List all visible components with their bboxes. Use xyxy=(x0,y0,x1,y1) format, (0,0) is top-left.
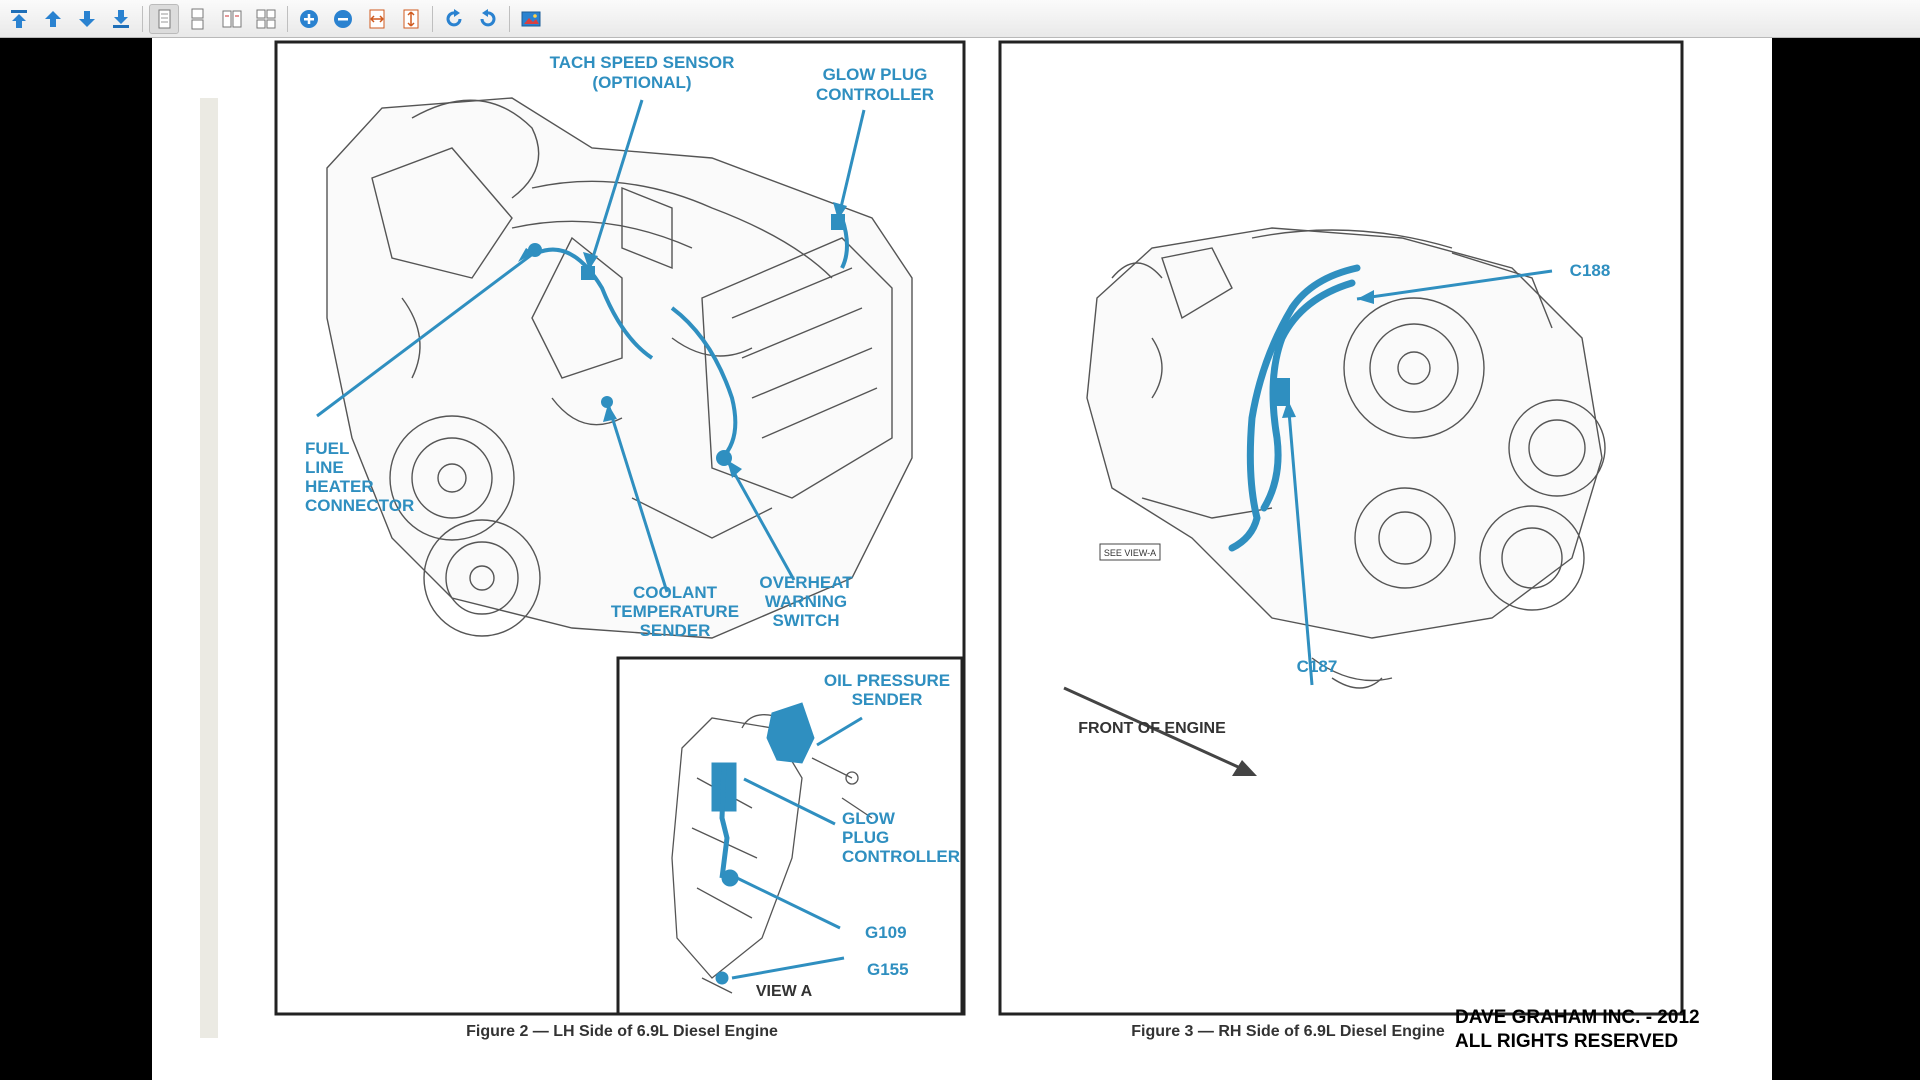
previous-page-button[interactable] xyxy=(38,4,68,34)
single-page-icon xyxy=(158,9,171,28)
toolbar-separator xyxy=(509,5,510,32)
export-image-button[interactable] xyxy=(516,4,546,34)
page-scan: TACH SPEED SENSOR (OPTIONAL) GLOW PLUG C… xyxy=(200,38,1772,1080)
arrow-down-icon xyxy=(79,10,95,27)
glow-plug-controller-label-top: GLOW PLUG xyxy=(823,65,928,84)
toolbar-separator xyxy=(432,5,433,32)
coolant-label: COOLANT xyxy=(633,583,718,602)
single-page-button[interactable] xyxy=(149,3,179,34)
rotate-counterclockwise-icon xyxy=(480,8,496,26)
see-view-a-text: SEE VIEW-A xyxy=(1104,548,1156,558)
fit-page-icon xyxy=(403,9,419,28)
fit-width-icon xyxy=(369,9,385,28)
warning-label: WARNING xyxy=(765,592,847,611)
rh-wiring-highlight xyxy=(1228,264,1361,552)
oil-pressure-label: OIL PRESSURE xyxy=(824,671,950,690)
view-a-leader-lines xyxy=(731,716,863,980)
rotate-clockwise-icon xyxy=(446,8,462,26)
last-page-button[interactable] xyxy=(106,4,136,34)
glow-plug-controller-label-bottom: CONTROLLER xyxy=(816,85,934,104)
front-of-engine-arrow xyxy=(1063,686,1257,776)
rh-engine-drawing xyxy=(1086,227,1606,689)
facing-pages-icon xyxy=(222,10,242,27)
tach-speed-sensor-note: (OPTIONAL) xyxy=(592,73,691,92)
image-icon xyxy=(521,11,541,26)
rotate-clockwise-button[interactable] xyxy=(439,4,469,34)
fit-width-button[interactable] xyxy=(362,4,392,34)
glow-inset-label-2: PLUG xyxy=(842,828,889,847)
facing-continuous-button[interactable] xyxy=(251,4,281,34)
lh-engine-drawing xyxy=(326,97,913,639)
sender-label: SENDER xyxy=(640,621,711,640)
arrow-bottom-icon xyxy=(113,9,129,28)
heater-label: HEATER xyxy=(305,477,374,496)
glow-inset-label-1: GLOW xyxy=(842,809,896,828)
scan-edge-shading xyxy=(200,98,218,1038)
first-page-button[interactable] xyxy=(4,4,34,34)
zoom-out-icon xyxy=(334,9,352,28)
rh-leader-lines xyxy=(1286,269,1553,686)
view-a-label: VIEW A xyxy=(756,983,813,1000)
rotate-counterclockwise-button[interactable] xyxy=(473,4,503,34)
fuel-label: FUEL xyxy=(305,439,349,458)
temperature-label: TEMPERATURE xyxy=(611,602,739,621)
see-view-a-tag xyxy=(1099,543,1161,561)
zoom-in-button[interactable] xyxy=(294,4,324,34)
connector-label: CONNECTOR xyxy=(305,496,414,515)
facing-pages-button[interactable] xyxy=(217,4,247,34)
next-page-button[interactable] xyxy=(72,4,102,34)
continuous-page-button[interactable] xyxy=(183,4,213,34)
document-page: TACH SPEED SENSOR (OPTIONAL) GLOW PLUG C… xyxy=(152,38,1772,1080)
tach-speed-sensor-label: TACH SPEED SENSOR xyxy=(550,53,735,72)
view-a-highlight xyxy=(711,702,815,985)
toolbar-separator xyxy=(287,5,288,32)
g109-label: G109 xyxy=(865,923,907,942)
front-of-engine-label: FRONT OF ENGINE xyxy=(1078,720,1226,737)
glow-inset-label-3: CONTROLLER xyxy=(842,847,960,866)
oil-pressure-sender-label: SENDER xyxy=(852,690,923,709)
facing-continuous-icon xyxy=(256,9,276,28)
g155-label: G155 xyxy=(867,960,909,979)
continuous-page-icon xyxy=(191,8,204,29)
lh-leader-lines xyxy=(316,99,866,593)
figure-3-frame xyxy=(998,40,1684,1016)
switch-label: SWITCH xyxy=(772,611,839,630)
toolbar-separator xyxy=(142,5,143,32)
copyright-line-1: DAVE GRAHAM INC. - 2012 xyxy=(1455,1007,1700,1028)
arrow-up-icon xyxy=(45,10,61,27)
rh-leader-arrowheads xyxy=(1282,290,1374,418)
zoom-in-icon xyxy=(300,9,318,28)
arrow-top-icon xyxy=(11,9,27,28)
document-viewer[interactable]: TACH SPEED SENSOR (OPTIONAL) GLOW PLUG C… xyxy=(0,38,1920,1080)
fit-page-button[interactable] xyxy=(396,4,426,34)
overheat-label: OVERHEAT xyxy=(759,573,853,592)
toolbar xyxy=(0,0,1920,38)
figure-3-caption: Figure 3 — RH Side of 6.9L Diesel Engine xyxy=(1131,1023,1445,1040)
copyright-line-2: ALL RIGHTS RESERVED xyxy=(1455,1031,1678,1052)
lh-leader-arrowheads xyxy=(518,202,847,478)
page-margin xyxy=(1712,38,1772,1080)
zoom-out-button[interactable] xyxy=(328,4,358,34)
c188-label: C188 xyxy=(1570,261,1611,280)
line-label: LINE xyxy=(305,458,344,477)
figure-2-caption: Figure 2 — LH Side of 6.9L Diesel Engine xyxy=(466,1023,778,1040)
c187-label: C187 xyxy=(1297,657,1338,676)
